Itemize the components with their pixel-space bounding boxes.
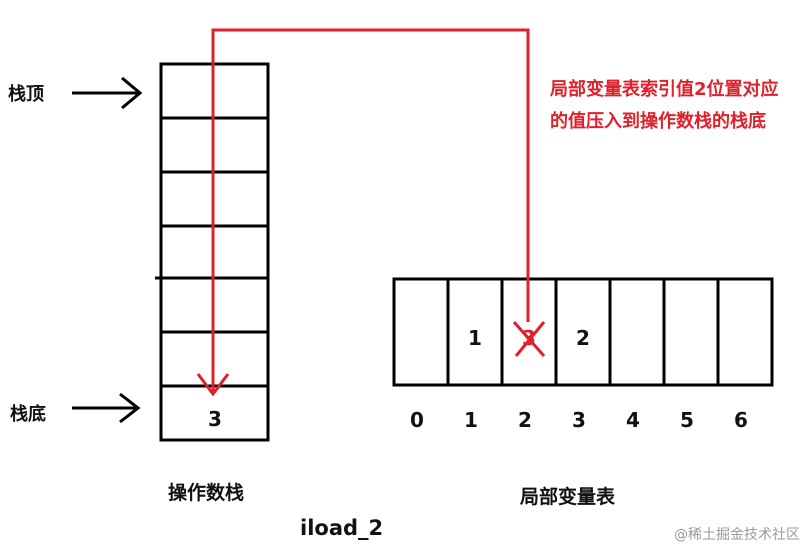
local-variable-table xyxy=(392,277,774,387)
lvt-index-label: 4 xyxy=(626,408,640,432)
operand-stack-title: 操作数栈 xyxy=(168,482,245,504)
watermark: @稀土掘金技术社区 xyxy=(674,527,800,543)
load-flow-arrow xyxy=(196,28,530,397)
stack-bottom-value: 3 xyxy=(208,407,222,431)
lvt-index-label: 3 xyxy=(572,408,586,432)
lvt-frame xyxy=(392,277,774,387)
lvt-index-label: 6 xyxy=(734,408,748,432)
instruction-label: iload_2 xyxy=(300,516,384,540)
stack-bottom-label: 栈底 xyxy=(10,404,46,425)
lvt-index-label: 0 xyxy=(410,408,424,432)
lvt-index-label: 1 xyxy=(464,408,478,432)
local-variable-table-title: 局部变量表 xyxy=(520,486,616,508)
cross-mark-icon xyxy=(512,321,546,357)
stack-top-arrow xyxy=(72,76,143,110)
annotation-text: 局部变量表索引值2位置对应的值压入到操作数栈的栈底 xyxy=(550,79,779,132)
lvt-cell-value: 3 xyxy=(522,326,536,350)
lvt-index-label: 5 xyxy=(680,408,694,432)
lvt-index-label: 2 xyxy=(518,408,532,432)
lvt-cell-value: 1 xyxy=(468,326,482,350)
lvt-cell-value: 2 xyxy=(576,326,590,350)
stack-top-label: 栈顶 xyxy=(8,84,44,105)
stack-bottom-arrow xyxy=(72,392,141,424)
